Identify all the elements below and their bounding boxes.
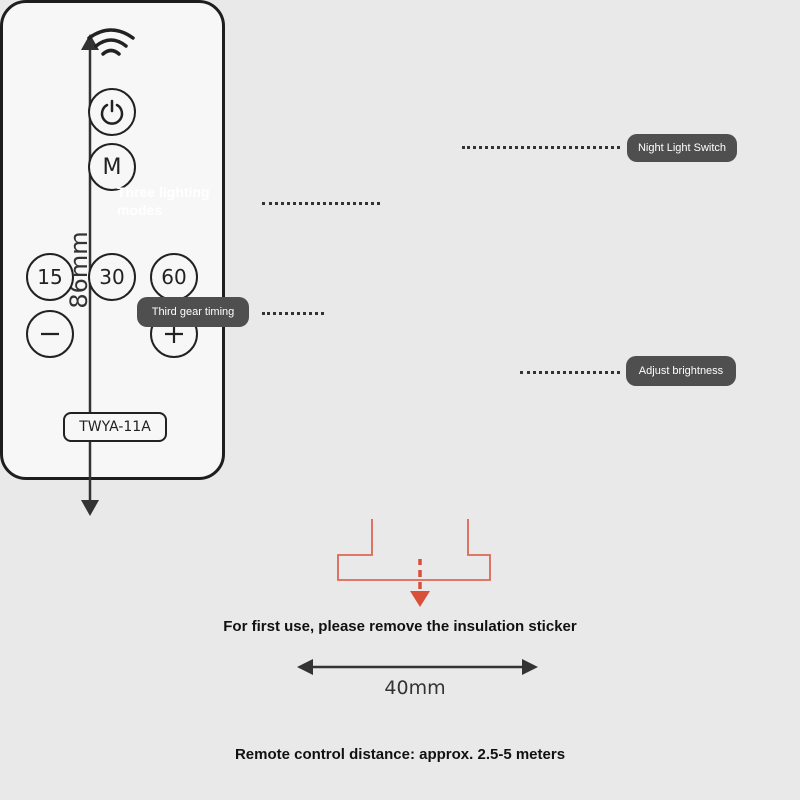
- insulation-sticker: [337, 519, 491, 607]
- adjust-brightness-label: Adjust brightness: [626, 356, 736, 386]
- callout-line-night-light: [462, 146, 620, 149]
- timer-60-button[interactable]: 60: [150, 253, 198, 301]
- callout-line-modes: [262, 202, 380, 205]
- width-dimension-arrow: [297, 659, 538, 675]
- timer-15-button[interactable]: 15: [26, 253, 74, 301]
- model-label: TWYA-11A: [63, 412, 167, 442]
- remote-control: M 15 30 60 TWYA-11A: [0, 0, 225, 480]
- wifi-signal-icon: [87, 28, 135, 56]
- power-icon: [100, 99, 124, 125]
- minus-icon: [41, 332, 59, 336]
- third-gear-timing-label: Third gear timing: [137, 297, 249, 327]
- callout-line-brightness: [520, 371, 620, 374]
- width-label: 40mm: [384, 677, 446, 699]
- night-light-switch-label: Night Light Switch: [627, 134, 737, 162]
- three-lighting-modes-label: Three lighting modes: [117, 184, 210, 218]
- power-button[interactable]: [88, 88, 136, 136]
- distance-caption: Remote control distance: approx. 2.5-5 m…: [234, 746, 566, 763]
- timer-30-button[interactable]: 30: [88, 253, 136, 301]
- mode-button[interactable]: M: [88, 143, 136, 191]
- plus-icon: [165, 325, 183, 343]
- brightness-down-button[interactable]: [26, 310, 74, 358]
- callout-line-timing: [262, 312, 324, 315]
- insulation-caption: For first use, please remove the insulat…: [223, 618, 577, 635]
